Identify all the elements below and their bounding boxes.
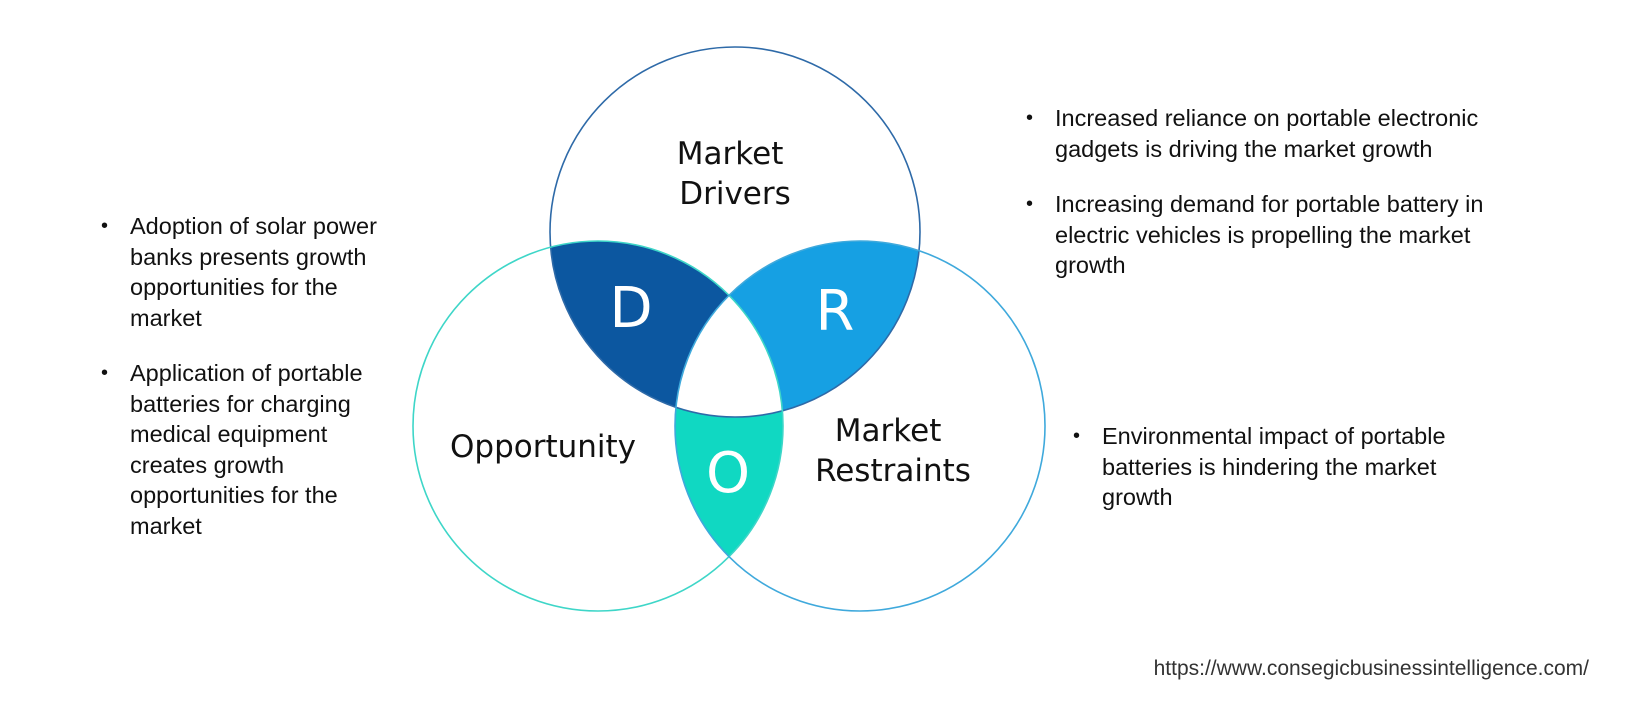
restraints-circle <box>674 240 1046 612</box>
opportunity-label: Opportunity <box>450 429 636 465</box>
restraints-label: Market Restraints <box>815 413 971 489</box>
driver-point: Increasing demand for portable battery i… <box>1024 189 1544 281</box>
opportunity-circle <box>412 240 784 612</box>
drivers-label: Market Drivers <box>677 136 793 212</box>
opportunity-point: Adoption of solar power banks presents g… <box>99 211 389 333</box>
opportunity-letter: O <box>706 441 750 506</box>
source-url[interactable]: https://www.consegicbusinessintelligence… <box>1153 657 1589 680</box>
opportunity-points: Adoption of solar power banks presents g… <box>99 211 389 541</box>
restraints-letter: R <box>816 279 855 344</box>
drivers-letter: D <box>609 276 652 341</box>
restraint-point: Environmental impact of portable batteri… <box>1071 421 1501 513</box>
restraint-points: Environmental impact of portable batteri… <box>1071 421 1501 513</box>
driver-points: Increased reliance on portable electroni… <box>1024 103 1544 281</box>
opportunity-point: Application of portable batteries for ch… <box>99 358 389 541</box>
drivers-circle <box>549 46 921 418</box>
driver-point: Increased reliance on portable electroni… <box>1024 103 1544 164</box>
